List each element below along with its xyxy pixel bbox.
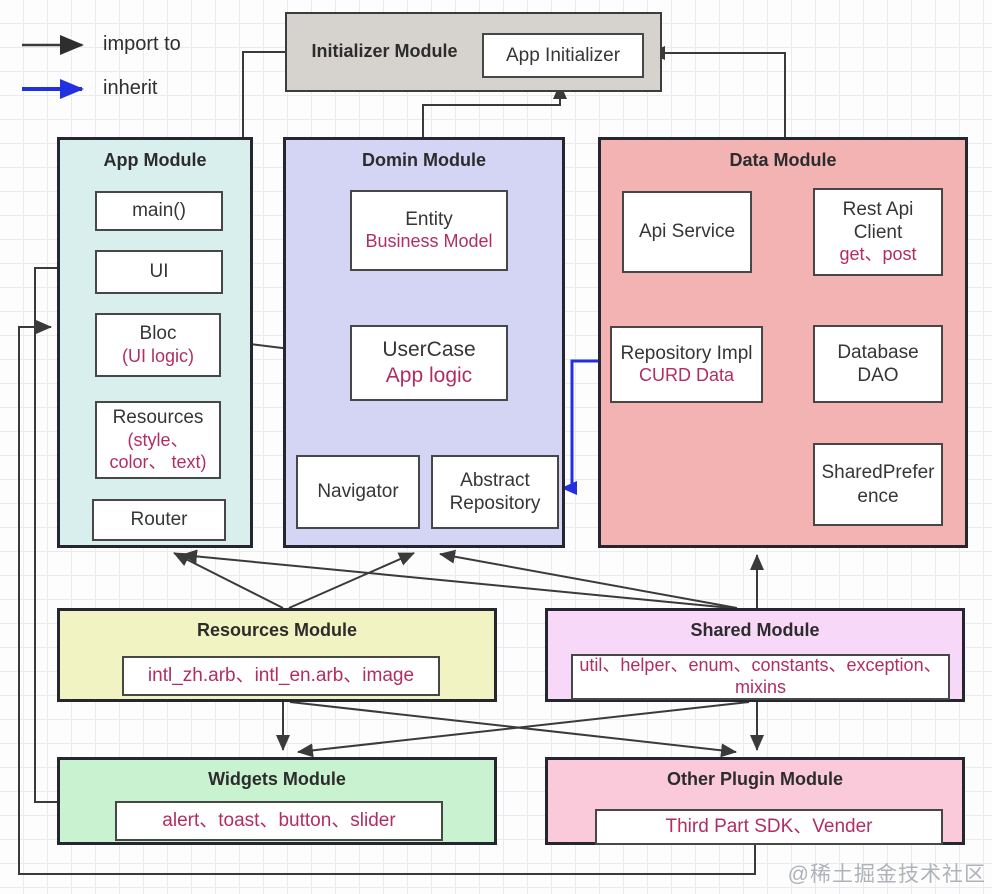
widgets-module: Widgets Module alert、toast、button、slider xyxy=(57,757,497,845)
node-navigator: Navigator xyxy=(296,455,420,529)
resources-module: Resources Module intl_zh.arb、intl_en.arb… xyxy=(57,608,497,702)
arrow-shared-to-widgets xyxy=(297,701,750,758)
arrow-resources-to-domin xyxy=(288,552,415,609)
shared-module-content: util、helper、enum、constants、exception、mix… xyxy=(571,654,950,700)
node-shared-preference: SharedPreference xyxy=(813,443,943,526)
domin-module-title: Domin Module xyxy=(362,150,486,170)
node-main: main() xyxy=(95,191,223,231)
watermark: @稀土掘金技术社区 xyxy=(787,863,986,886)
node-repository-impl: Repository Impl CURD Data xyxy=(610,326,763,403)
app-module: App Module main() UI Bloc (UI logic) Res… xyxy=(57,137,253,548)
legend-import-label: import to xyxy=(103,33,181,55)
legend-inherit-label: inherit xyxy=(103,77,158,99)
node-app-initializer: App Initializer xyxy=(482,33,644,78)
widgets-module-content: alert、toast、button、slider xyxy=(115,801,443,841)
initializer-module-title: Initializer Module xyxy=(311,41,458,61)
node-router: Router xyxy=(92,499,226,541)
domin-module: Domin Module Entity Business Model UserC… xyxy=(283,137,565,548)
resources-module-title: Resources Module xyxy=(196,620,358,640)
app-module-title: App Module xyxy=(103,150,207,170)
node-database-dao: Database DAO xyxy=(813,325,943,403)
node-api-service: Api Service xyxy=(622,191,752,273)
data-module: Data Module Api Service Rest Api Client … xyxy=(598,137,968,548)
arrow-shared-to-app xyxy=(181,549,732,609)
other-plugin-module-title: Other Plugin Module xyxy=(667,769,843,789)
other-plugin-module-content: Third Part SDK、Vender xyxy=(595,809,943,845)
node-usercase: UserCase App logic xyxy=(350,325,508,401)
arrow-resources-to-app xyxy=(173,552,284,609)
initializer-module: Initializer Module App Initializer xyxy=(285,12,662,92)
node-bloc: Bloc (UI logic) xyxy=(95,313,221,377)
arrow-data-to-app-initializer xyxy=(649,46,786,137)
node-ui: UI xyxy=(95,250,223,294)
arrow-shared-to-domin xyxy=(439,549,738,609)
node-rest-api-client: Rest Api Client get、post xyxy=(813,188,943,276)
data-module-title: Data Module xyxy=(729,150,837,170)
shared-module: Shared Module util、helper、enum、constants… xyxy=(545,608,965,702)
node-abstract-repository: Abstract Repository xyxy=(431,455,559,529)
node-entity: Entity Business Model xyxy=(350,190,508,271)
widgets-module-title: Widgets Module xyxy=(208,769,346,789)
shared-module-title: Shared Module xyxy=(690,620,820,640)
other-plugin-module: Other Plugin Module Third Part SDK、Vende… xyxy=(545,757,965,845)
resources-module-content: intl_zh.arb、intl_en.arb、image xyxy=(122,656,440,696)
arrow-resources-to-other-plugin xyxy=(289,701,737,758)
node-resources: Resources (style、color、 text) xyxy=(95,401,221,479)
